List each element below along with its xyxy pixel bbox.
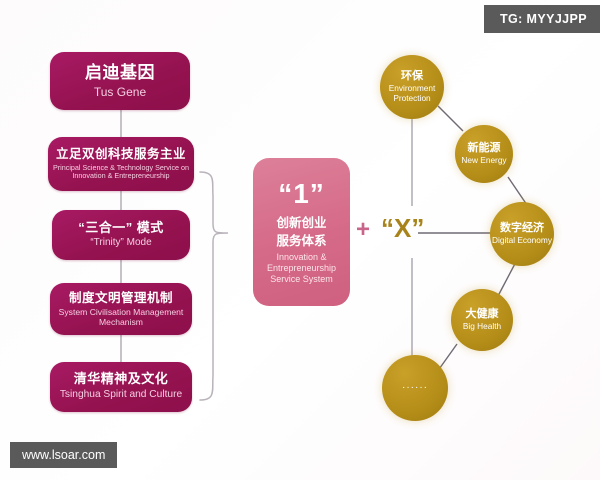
box-tus-gene-en: Tus Gene (93, 85, 147, 100)
circle-new-energy-cn: 新能源 (467, 142, 501, 155)
core-symbol-one: “1” (278, 178, 325, 210)
box-trinity-mode-cn: “三合一” 模式 (78, 219, 164, 235)
circle-environment-protection[interactable]: 环保 Environment Protection (380, 55, 444, 119)
circle-digital-economy[interactable]: 数字经济 Digital Economy (490, 202, 554, 266)
box-principal-service-cn: 立足双创科技服务主业 (55, 147, 186, 162)
box-tsinghua-spirit-cn: 清华精神及文化 (73, 371, 169, 387)
box-tsinghua-spirit[interactable]: 清华精神及文化 Tsinghua Spirit and Culture (50, 362, 192, 412)
box-principal-service[interactable]: 立足双创科技服务主业 Principal Science & Technolog… (48, 137, 194, 191)
circle-digital-economy-en: Digital Economy (492, 234, 552, 245)
circle-environment-protection-en: Environment Protection (388, 82, 436, 103)
circle-big-health[interactable]: 大健康 Big Health (451, 289, 513, 351)
box-system-civilisation[interactable]: 制度文明管理机制 System Civilisation Management … (50, 283, 192, 335)
circle-more-industries[interactable]: ······ (382, 355, 448, 421)
circle-new-energy[interactable]: 新能源 New Energy (455, 125, 513, 183)
box-principal-service-en: Principal Science & Technology Service o… (52, 162, 190, 181)
plus-operator: + (356, 216, 371, 243)
core-en-label: Innovation & Entrepreneurship Service Sy… (266, 251, 337, 285)
circle-environment-protection-cn: 环保 (401, 70, 423, 83)
x-multiplier-label: “X” (381, 213, 425, 243)
box-system-civilisation-en: System Civilisation Management Mechanism (58, 306, 184, 328)
core-cn-line-2: 服务体系 (276, 233, 327, 248)
box-tus-gene[interactable]: 启迪基因 Tus Gene (50, 52, 190, 110)
box-system-civilisation-cn: 制度文明管理机制 (68, 290, 173, 305)
circle-new-energy-en: New Energy (461, 154, 507, 165)
watermark-telegram: TG: MYYJJPP (483, 5, 600, 33)
circle-more-industries-dots: ······ (402, 382, 428, 394)
box-trinity-mode[interactable]: “三合一” 模式 “Trinity” Mode (52, 210, 190, 260)
circle-digital-economy-cn: 数字经济 (500, 222, 544, 235)
box-tsinghua-spirit-en: Tsinghua Spirit and Culture (59, 389, 183, 401)
box-tus-gene-cn: 启迪基因 (85, 62, 155, 82)
circle-big-health-en: Big Health (462, 320, 502, 331)
core-cn-line-1: 创新创业 (276, 215, 327, 230)
core-service-system-card[interactable]: “1” 创新创业 服务体系 Innovation & Entrepreneurs… (253, 158, 350, 306)
watermark-website: www.lsoar.com (10, 442, 118, 468)
box-trinity-mode-en: “Trinity” Mode (90, 237, 152, 249)
circle-big-health-cn: 大健康 (465, 308, 499, 321)
